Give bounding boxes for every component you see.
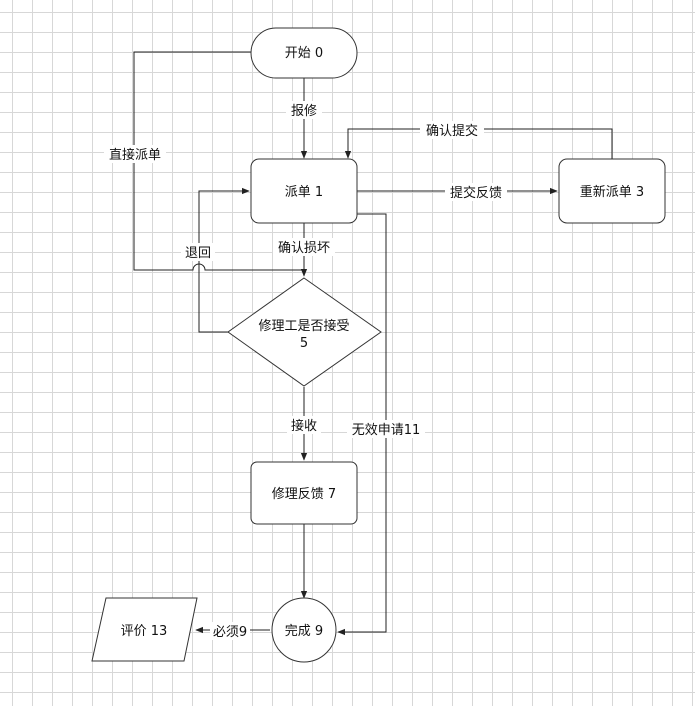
edge-label-invalid-request: 无效申请11 xyxy=(352,423,421,438)
accept-decision-node[interactable] xyxy=(227,277,382,387)
complete-node-label: 完成 9 xyxy=(285,624,323,639)
evaluate-node-label: 评价 13 xyxy=(121,624,168,639)
dispatch-node-label: 派单 1 xyxy=(285,185,323,200)
start-node-label: 开始 0 xyxy=(285,46,323,61)
redispatch-node-label: 重新派单 3 xyxy=(580,184,644,200)
feedback-node-label: 修理反馈 7 xyxy=(272,487,336,502)
edge-labels: 报修 直接派单 确认提交 提交反馈 确认损坏 退回 接收 无效申请11 必须9 xyxy=(104,101,507,640)
edge-label-confirm-submit: 确认提交 xyxy=(426,123,478,139)
complete-node[interactable] xyxy=(271,597,337,663)
edge-label-report: 报修 xyxy=(291,104,317,119)
edge-decision-return xyxy=(198,187,250,333)
edge-label-submit-feedback: 提交反馈 xyxy=(450,185,502,201)
accept-decision-label-line1: 修理工是否接受 xyxy=(258,318,349,334)
edge-label-direct-dispatch: 直接派单 xyxy=(109,147,161,163)
accept-decision-label-line2: 5 xyxy=(300,336,308,351)
edges xyxy=(133,51,613,636)
evaluate-node[interactable] xyxy=(91,597,198,662)
start-node[interactable] xyxy=(250,27,358,79)
edge-label-confirm-damage: 确认损坏 xyxy=(278,241,330,256)
edge-label-must: 必须9 xyxy=(213,625,247,640)
edge-label-return: 退回 xyxy=(185,246,211,261)
redispatch-node[interactable] xyxy=(558,158,666,224)
dispatch-node[interactable] xyxy=(250,158,358,224)
edge-direct-dispatch xyxy=(133,51,304,271)
nodes: 开始 0 派单 1 重新派单 3 修理工是否接受 5 修理反馈 7 完成 9 评… xyxy=(91,27,666,663)
feedback-node[interactable] xyxy=(250,461,358,525)
edge-label-accept: 接收 xyxy=(291,418,317,434)
